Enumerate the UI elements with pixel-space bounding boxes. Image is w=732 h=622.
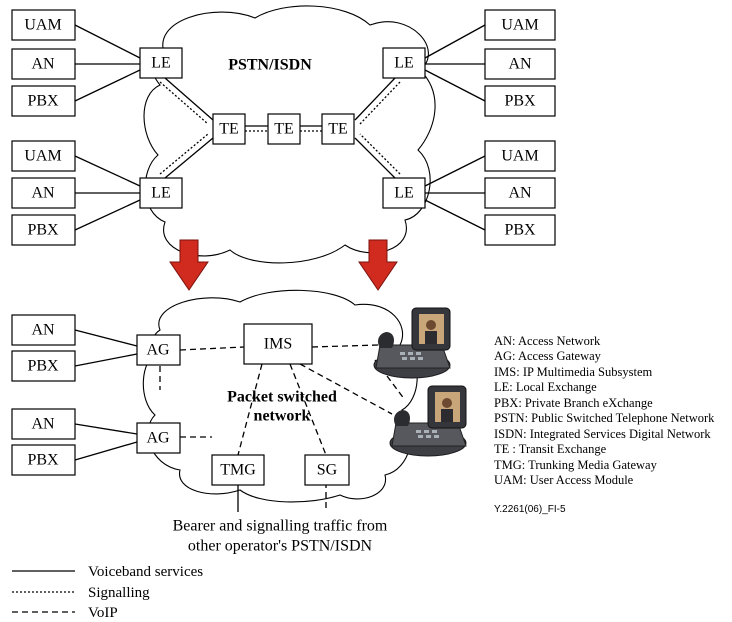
pbx-box <box>11 444 76 476</box>
uam-box <box>484 140 556 172</box>
pbx-box <box>11 350 76 382</box>
core-nodes: IMS TMG SG <box>211 323 350 486</box>
uam-box <box>484 9 556 41</box>
packet-switched-label-line1: Packet switched <box>227 389 337 406</box>
tmg-box <box>211 454 265 486</box>
an-label: AN <box>31 185 55 202</box>
traffic-caption-line2: other operator's PSTN/ISDN <box>188 538 373 555</box>
bottom-access-lines <box>74 329 138 461</box>
video-phone-icon <box>373 307 451 379</box>
uam-label: UAM <box>24 17 61 34</box>
bottom-right-access-group: UAM AN PBX LE <box>382 140 556 246</box>
line-style-legend: Voiceband services Signalling VoIP <box>12 564 203 621</box>
uam-box <box>11 9 76 41</box>
te-label: TE <box>219 121 239 138</box>
te-box <box>321 113 355 145</box>
top-left-lines <box>74 24 486 231</box>
pbx-box <box>11 214 76 246</box>
le-box <box>382 177 426 209</box>
abbreviation-item: LE: Local Exchange <box>494 380 597 394</box>
abbreviation-item: PBX: Private Branch eXchange <box>494 396 653 410</box>
pbx-box <box>11 85 76 117</box>
abbreviation-item: AN: Access Network <box>494 334 601 348</box>
le-te-links <box>159 77 401 179</box>
abbreviation-list: AN: Access Network AG: Access Gateway IM… <box>494 334 715 487</box>
pbx-box <box>484 214 556 246</box>
packet-switched-label-line2: network <box>254 408 311 425</box>
an-label: AN <box>31 56 55 73</box>
bottom-left-access-group-2: AN PBX AG <box>11 408 181 476</box>
pbx-label: PBX <box>27 452 59 469</box>
transit-exchanges: TE TE TE <box>212 113 355 145</box>
ag-label: AG <box>146 430 170 447</box>
pbx-label: PBX <box>504 222 536 239</box>
te-label: TE <box>328 121 348 138</box>
te-box <box>267 113 301 145</box>
sg-label: SG <box>317 462 338 479</box>
an-label: AN <box>508 56 532 73</box>
te-label: TE <box>274 121 294 138</box>
abbreviation-item: IMS: IP Multimedia Subsystem <box>494 365 653 379</box>
bottom-left-access-group-1: AN PBX AG <box>11 314 181 382</box>
tmg-label: TMG <box>220 462 256 479</box>
an-label: AN <box>31 322 55 339</box>
an-box <box>11 408 76 440</box>
abbreviation-item: PSTN: Public Switched Telephone Network <box>494 411 715 425</box>
legend-signalling-label: Signalling <box>88 585 150 601</box>
le-label: LE <box>394 55 414 72</box>
evolution-arrows <box>169 239 398 291</box>
legend-voip-label: VoIP <box>88 605 118 621</box>
ag-box <box>136 422 181 454</box>
an-box <box>11 48 76 80</box>
an-label: AN <box>31 416 55 433</box>
down-arrow-icon <box>169 239 209 291</box>
pbx-label: PBX <box>504 93 536 110</box>
uam-label: UAM <box>24 148 61 165</box>
top-left-access-group: UAM AN PBX LE <box>11 9 183 117</box>
le-label: LE <box>151 185 171 202</box>
pstn-isdn-label: PSTN/ISDN <box>228 57 312 74</box>
video-phone-icon <box>389 385 467 457</box>
legend-voiceband-label: Voiceband services <box>88 564 203 580</box>
abbreviation-item: TE : Transit Exchange <box>494 442 607 456</box>
le-label: LE <box>394 185 414 202</box>
pbx-label: PBX <box>27 93 59 110</box>
ims-label: IMS <box>264 336 292 353</box>
ag-box <box>136 334 181 366</box>
down-arrow-icon <box>358 239 398 291</box>
figure-id: Y.2261(06)_FI-5 <box>494 504 566 515</box>
abbreviation-item: ISDN: Integrated Services Digital Networ… <box>494 427 711 441</box>
ims-box <box>243 323 313 365</box>
le-label: LE <box>151 55 171 72</box>
an-box <box>11 314 76 346</box>
te-box <box>212 113 246 145</box>
an-label: AN <box>508 185 532 202</box>
sg-box <box>304 454 350 486</box>
uam-label: UAM <box>501 148 538 165</box>
pbx-box <box>484 85 556 117</box>
traffic-caption-line1: Bearer and signalling traffic from <box>173 518 388 535</box>
abbreviation-item: UAM: User Access Module <box>494 473 634 487</box>
uam-label: UAM <box>501 17 538 34</box>
top-right-access-group: UAM AN PBX LE <box>382 9 556 117</box>
abbreviation-item: AG: Access Gateway <box>494 349 602 363</box>
le-box <box>139 177 183 209</box>
le-box <box>139 47 183 79</box>
pbx-label: PBX <box>27 358 59 375</box>
abbreviation-item: TMG: Trunking Media Gateway <box>494 458 658 472</box>
packet-switched-cloud: Packet switched network <box>142 289 418 503</box>
an-box <box>484 48 556 80</box>
an-box <box>484 177 556 209</box>
ag-label: AG <box>146 342 170 359</box>
uam-box <box>11 140 76 172</box>
pbx-label: PBX <box>27 222 59 239</box>
an-box <box>11 177 76 209</box>
bottom-left-access-group: UAM AN PBX LE <box>11 140 183 246</box>
le-box <box>382 47 426 79</box>
voip-links <box>159 344 406 512</box>
